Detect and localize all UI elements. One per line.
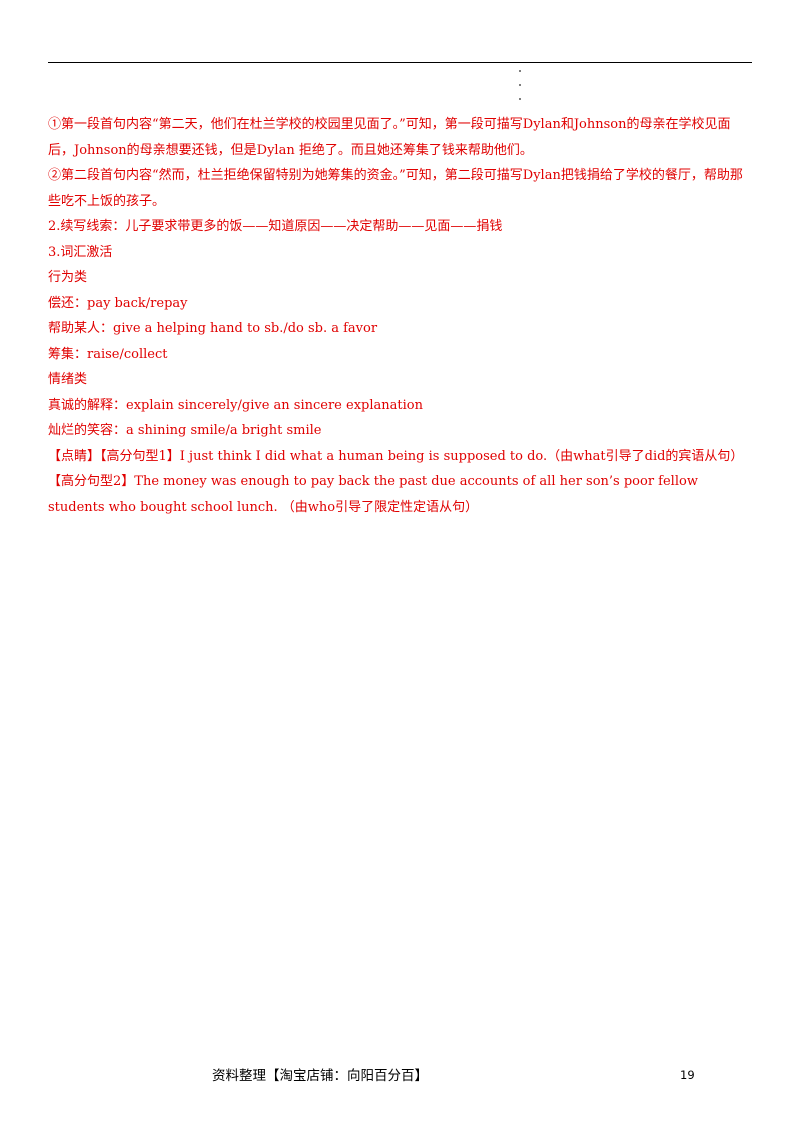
- dot: [519, 98, 521, 100]
- vocab-item: 筹集：raise/collect: [48, 346, 168, 362]
- footer-text: 资料整理【淘宝店铺：向阳百分百】: [212, 1068, 428, 1084]
- vocab-item: 灿烂的笑容：a shining smile/a bright smile: [48, 423, 322, 438]
- emotion-heading: 情绪类: [48, 372, 88, 387]
- dot: [519, 70, 521, 72]
- header-rule: [48, 62, 752, 63]
- writing-clue: 2.续写线索：儿子要求带更多的饭——知道原因——决定帮助——见面——捐钱: [48, 219, 503, 234]
- action-heading: 行为类: [48, 270, 88, 285]
- margin-dots: [519, 70, 525, 112]
- vocab-item: 偿还：pay back/repay: [48, 295, 188, 311]
- dot: [519, 84, 521, 86]
- paragraph-two-analysis: ②第二段首句内容“然而，杜兰拒绝保留特别为她筹集的资金。”可知，第二段可描写Dy…: [48, 168, 743, 209]
- vocab-item: 帮助某人：give a helping hand to sb./do sb. a…: [48, 321, 378, 336]
- vocab-heading: 3.词汇激活: [48, 244, 113, 260]
- vocab-item: 真诚的解释：explain sincerely/give an sincere …: [48, 397, 423, 413]
- document-body: ①第一段首句内容“第二天，他们在杜兰学校的校园里见面了。”可知，第一段可描写Dy…: [48, 112, 752, 520]
- page-number: 19: [680, 1068, 695, 1082]
- paragraph-one-analysis: ①第一段首句内容“第二天，他们在杜兰学校的校园里见面了。”可知，第一段可描写Dy…: [48, 117, 731, 158]
- sentence-pattern-two: 【高分句型2】The money was enough to pay back …: [48, 474, 698, 515]
- sentence-pattern-one: 【点睛】【高分句型1】I just think I did what a hum…: [48, 448, 744, 464]
